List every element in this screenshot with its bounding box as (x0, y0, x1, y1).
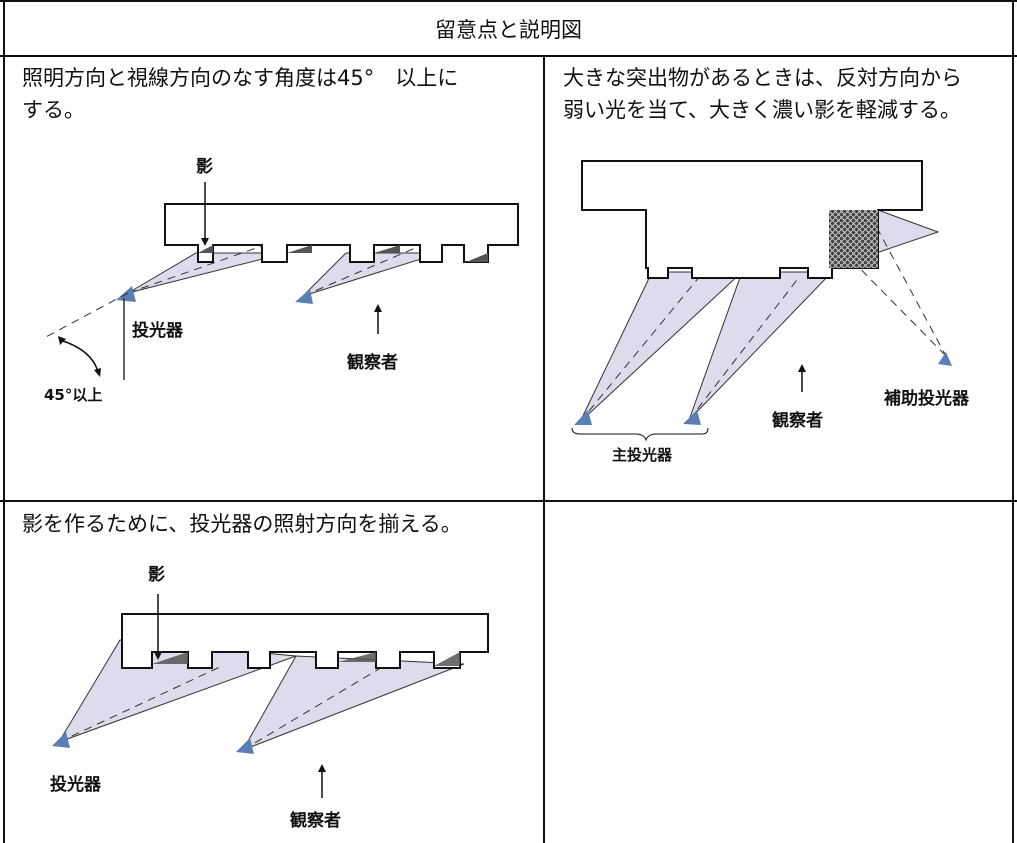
main-projector-brace (571, 427, 709, 442)
direction-caption-line1: 影を作るために、投光器の照射方向を揃える。 (22, 512, 462, 536)
beam-2-center (302, 245, 421, 297)
table-right-border (1012, 0, 1014, 843)
beam-1-center (127, 245, 263, 294)
projector-icon (236, 738, 254, 754)
observer-label-2: 観察者 (772, 411, 823, 431)
table-top-border (0, 0, 1017, 2)
angle-caption-line1: 照明方向と視線方向のなす角度は45° 以上に (22, 66, 459, 90)
shadow-label-3: 影 (148, 565, 165, 585)
main-beam-2 (688, 271, 834, 421)
protrusion-caption-line1: 大きな突出物があるときは、反対方向から (563, 66, 962, 90)
row-divider (0, 500, 1017, 502)
shadow-2 (287, 245, 312, 253)
projector-icon (52, 732, 70, 748)
beam-3b (241, 655, 465, 751)
observer-label-3: 観察者 (290, 811, 341, 831)
shadow-3 (374, 245, 400, 253)
column-divider (543, 55, 545, 843)
header-divider (0, 55, 1017, 57)
angle-label: 45°以上 (44, 386, 103, 404)
main-projector-icon (574, 410, 592, 425)
aux-projector-icon (938, 352, 952, 366)
projector-label-3: 投光器 (50, 775, 101, 795)
projector-label-1: 投光器 (132, 321, 183, 341)
main-projector-label: 主投光器 (612, 446, 673, 464)
shadow-4 (466, 253, 488, 262)
angle-caption-line2: する。 (22, 98, 85, 122)
dense-shadow (829, 210, 878, 268)
main-projector-icon (683, 410, 701, 425)
aux-projector-label: 補助投光器 (884, 389, 969, 409)
shadow-label-1: 影 (196, 157, 213, 177)
projector-icon (295, 289, 313, 304)
protrusion-caption-line2: 弱い光を当て、大きく濃い影を軽減する。 (563, 98, 961, 122)
observer-label-1: 観察者 (347, 353, 398, 373)
angle-arc (59, 339, 99, 373)
shadow-1 (198, 245, 213, 253)
table-header-title: 留意点と説明図 (435, 18, 582, 42)
table-left-border (3, 0, 5, 843)
